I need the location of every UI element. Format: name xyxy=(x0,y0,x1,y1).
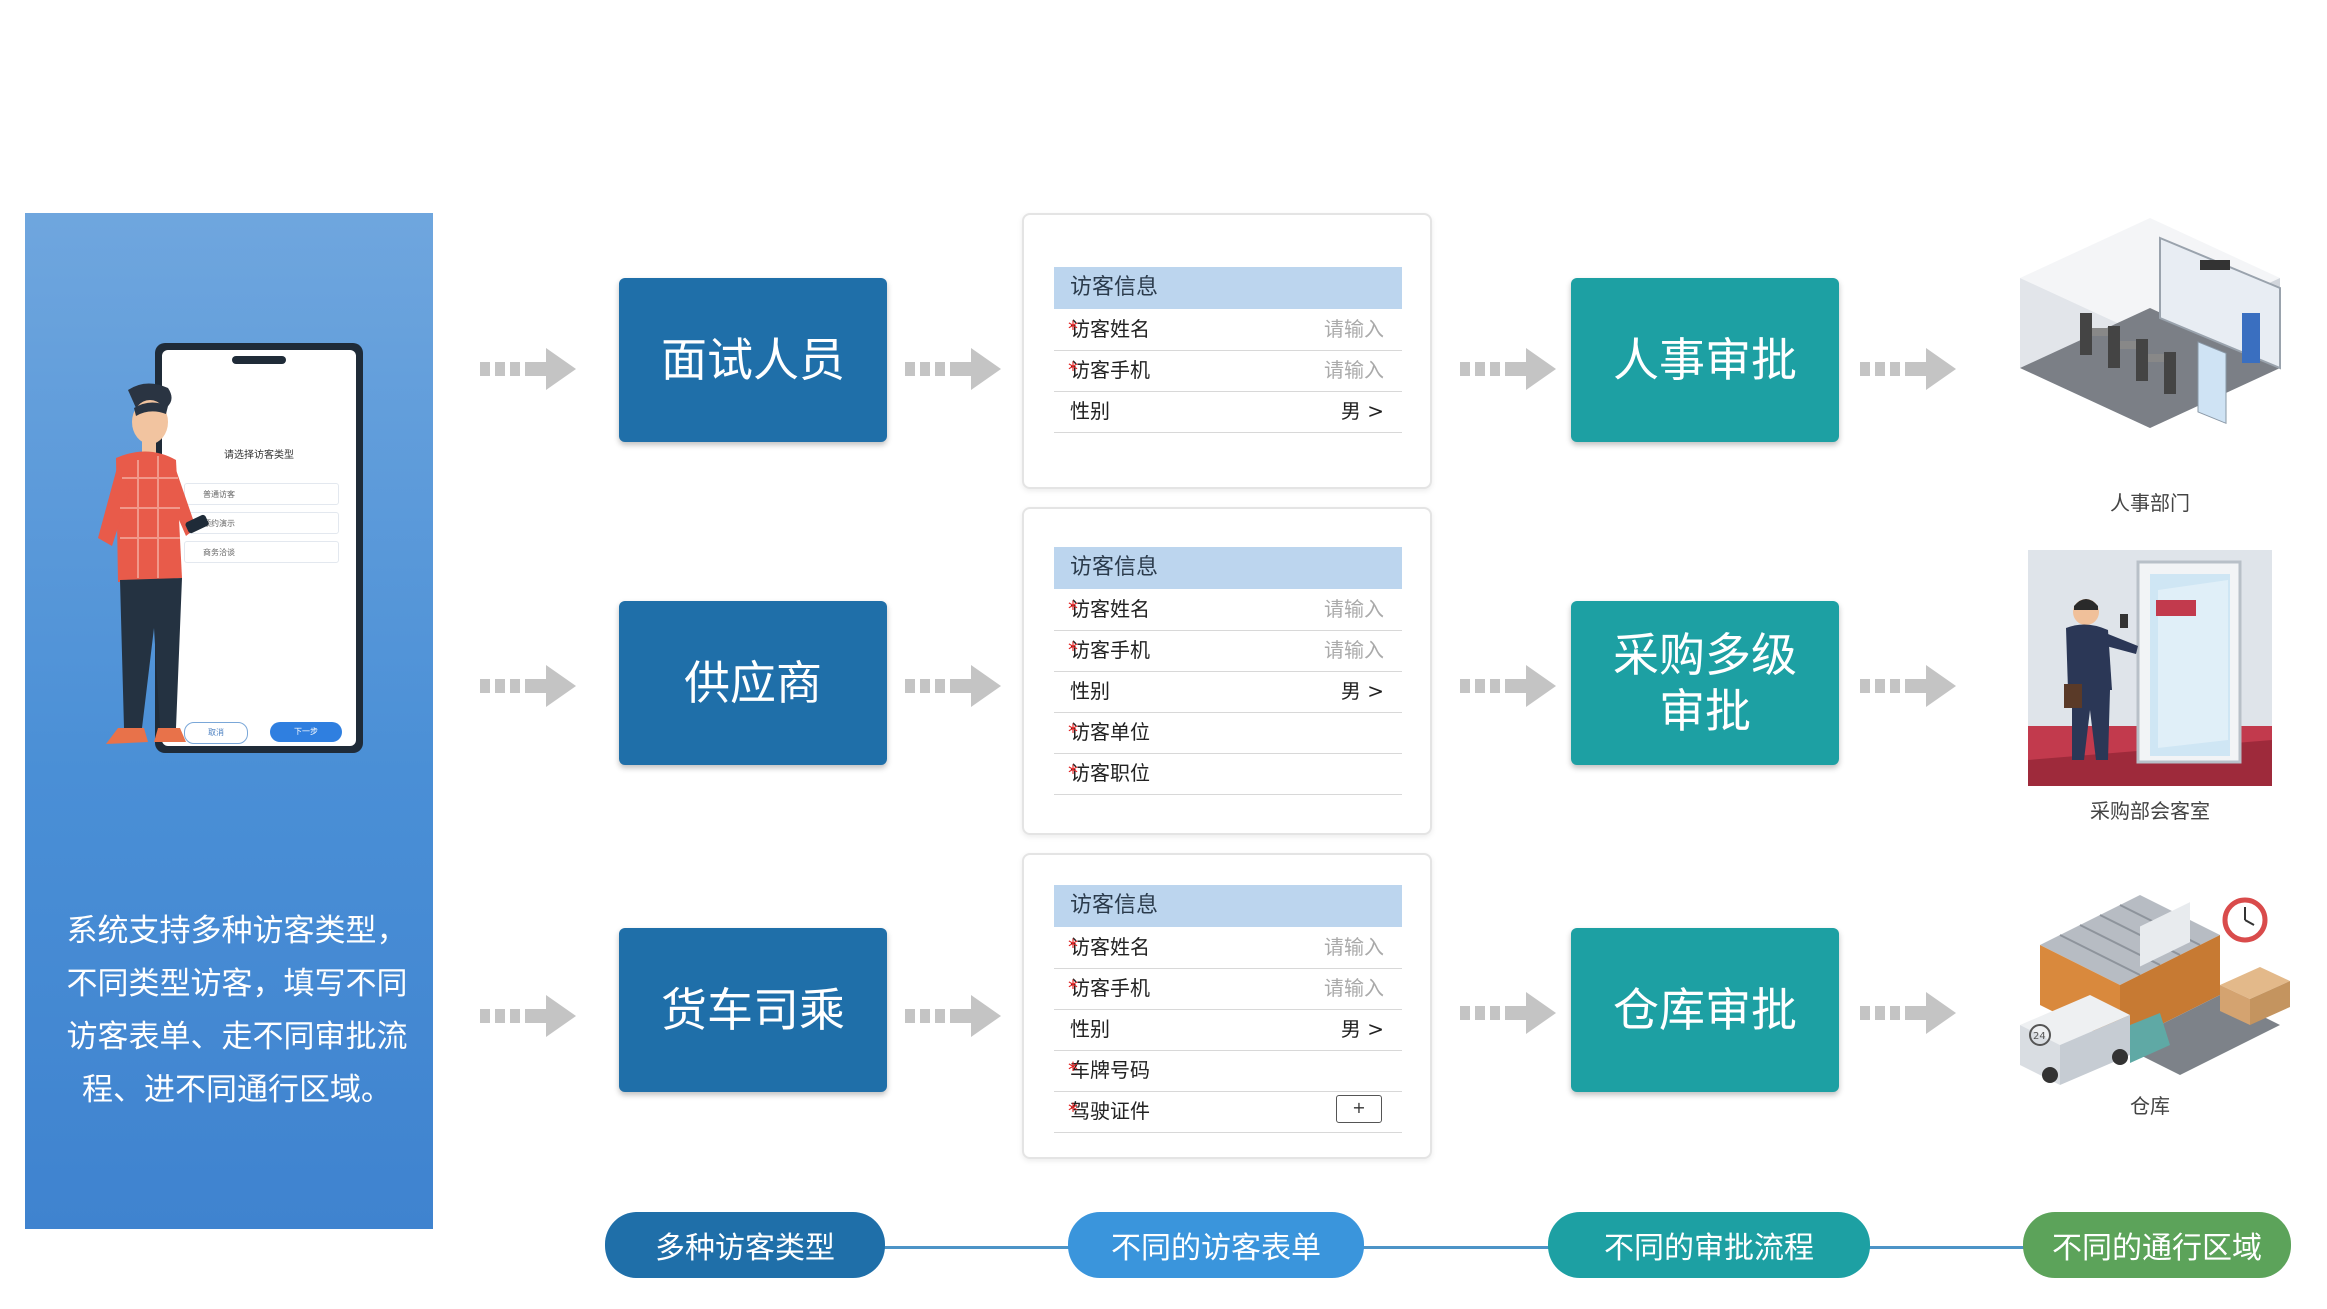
upload-plus-button[interactable]: + xyxy=(1336,1095,1382,1123)
arrow-icon xyxy=(1860,665,1956,707)
arrow-icon xyxy=(1860,348,1956,390)
arrow-icon xyxy=(905,348,1001,390)
form-row[interactable]: *访客手机 请输入 xyxy=(1054,968,1402,1010)
phone-screen: 请选择访客类型 普通访客 预约演示 商务洽谈 取消 下一步 xyxy=(162,350,356,746)
approval-purchasing-multilevel: 采购多级审批 xyxy=(1571,601,1839,765)
form-row[interactable]: *访客职位 xyxy=(1054,753,1402,795)
pill-visitor-types: 多种访客类型 xyxy=(605,1212,885,1278)
purchasing-room-illustration xyxy=(2028,550,2272,786)
form-row[interactable]: *驾驶证件 + xyxy=(1054,1091,1402,1133)
form-row-label: 访客手机 xyxy=(1070,638,1150,662)
form-row[interactable]: 性别 男 > xyxy=(1054,1009,1402,1051)
phone-option[interactable]: 商务洽谈 xyxy=(184,541,339,563)
form-row-label: 访客姓名 xyxy=(1070,935,1150,959)
form-row[interactable]: *访客姓名 请输入 xyxy=(1054,309,1402,351)
phone-next-button[interactable]: 下一步 xyxy=(270,722,342,742)
arrow-icon xyxy=(1860,992,1956,1034)
person-illustration xyxy=(98,383,209,744)
phone-option[interactable]: 普通访客 xyxy=(184,483,339,505)
form-row[interactable]: *车牌号码 xyxy=(1054,1050,1402,1092)
arrow-icon xyxy=(905,665,1001,707)
pill-access-areas: 不同的通行区域 xyxy=(2023,1212,2291,1278)
arrow-icon xyxy=(1460,992,1556,1034)
form-row[interactable]: 性别 男 > xyxy=(1054,391,1402,433)
arrow-icon xyxy=(905,995,1001,1037)
form-row-value: 请输入 xyxy=(1324,935,1384,959)
form-row-value: 男 > xyxy=(1340,679,1384,703)
warehouse-illustration: 24 xyxy=(2020,895,2290,1085)
form-row[interactable]: 性别 男 > xyxy=(1054,671,1402,713)
form-row-label: 访客单位 xyxy=(1070,720,1150,744)
approval-warehouse: 仓库审批 xyxy=(1571,928,1839,1092)
area-caption: 仓库 xyxy=(2130,1094,2170,1118)
form-row[interactable]: *访客姓名 请输入 xyxy=(1054,589,1402,631)
form-row[interactable]: *访客手机 请输入 xyxy=(1054,630,1402,672)
arrow-icon xyxy=(480,665,576,707)
form-row[interactable]: *访客姓名 请输入 xyxy=(1054,927,1402,969)
form-row-label: 访客姓名 xyxy=(1070,317,1150,341)
approval-hr: 人事审批 xyxy=(1571,278,1839,442)
visitor-form-card: 访客信息 *访客姓名 请输入 *访客手机 请输入 性别 男 > *访客单位 *访… xyxy=(1022,507,1432,835)
form-row-value: 请输入 xyxy=(1324,358,1384,382)
form-row-label: 访客职位 xyxy=(1070,761,1150,785)
arrow-icon xyxy=(480,348,576,390)
hr-office-illustration xyxy=(2020,218,2281,428)
form-row-label: 驾驶证件 xyxy=(1070,1099,1150,1123)
phone-cancel-button[interactable]: 取消 xyxy=(184,722,248,744)
form-header: 访客信息 xyxy=(1054,547,1402,589)
arrow-icon xyxy=(480,995,576,1037)
form-row-label: 访客手机 xyxy=(1070,358,1150,382)
pill-visitor-forms: 不同的访客表单 xyxy=(1068,1212,1364,1278)
form-row-value: 请输入 xyxy=(1324,317,1384,341)
form-row-label: 访客姓名 xyxy=(1070,597,1150,621)
description-text: 系统支持多种访客类型，不同类型访客，填写不同访客表单、走不同审批流程、进不同通行… xyxy=(66,913,408,1108)
form-row-label: 车牌号码 xyxy=(1070,1058,1150,1082)
form-row-value: 请输入 xyxy=(1324,638,1384,662)
form-row-value: 请输入 xyxy=(1324,976,1384,1000)
form-row-label: 性别 xyxy=(1070,1017,1110,1041)
form-row-value: 男 > xyxy=(1340,1017,1384,1041)
pill-approval-flows: 不同的审批流程 xyxy=(1548,1212,1870,1278)
arrow-icon xyxy=(1460,665,1556,707)
area-caption: 人事部门 xyxy=(2110,491,2190,515)
form-row-label: 访客手机 xyxy=(1070,976,1150,1000)
visitor-type-supplier: 供应商 xyxy=(619,601,887,765)
area-caption: 采购部会客室 xyxy=(2090,799,2210,823)
form-row-label: 性别 xyxy=(1070,679,1110,703)
visitor-type-truck-driver: 货车司乘 xyxy=(619,928,887,1092)
visitor-type-interviewee: 面试人员 xyxy=(619,278,887,442)
timeline-line xyxy=(700,1246,2120,1249)
form-row-value: 请输入 xyxy=(1324,597,1384,621)
form-header: 访客信息 xyxy=(1054,885,1402,927)
arrow-icon xyxy=(1460,348,1556,390)
phone-screen-title: 请选择访客类型 xyxy=(224,450,294,461)
visitor-form-card: 访客信息 *访客姓名 请输入 *访客手机 请输入 性别 男 > *车牌号码 *驾… xyxy=(1022,853,1432,1159)
form-row[interactable]: *访客单位 xyxy=(1054,712,1402,754)
form-row-value: 男 > xyxy=(1340,399,1384,423)
warehouse-truck-label: 24 xyxy=(2033,1031,2046,1042)
visitor-form-card: 访客信息 *访客姓名 请输入 *访客手机 请输入 性别 男 > xyxy=(1022,213,1432,489)
form-row-label: 性别 xyxy=(1070,399,1110,423)
form-row[interactable]: *访客手机 请输入 xyxy=(1054,350,1402,392)
form-header: 访客信息 xyxy=(1054,267,1402,309)
